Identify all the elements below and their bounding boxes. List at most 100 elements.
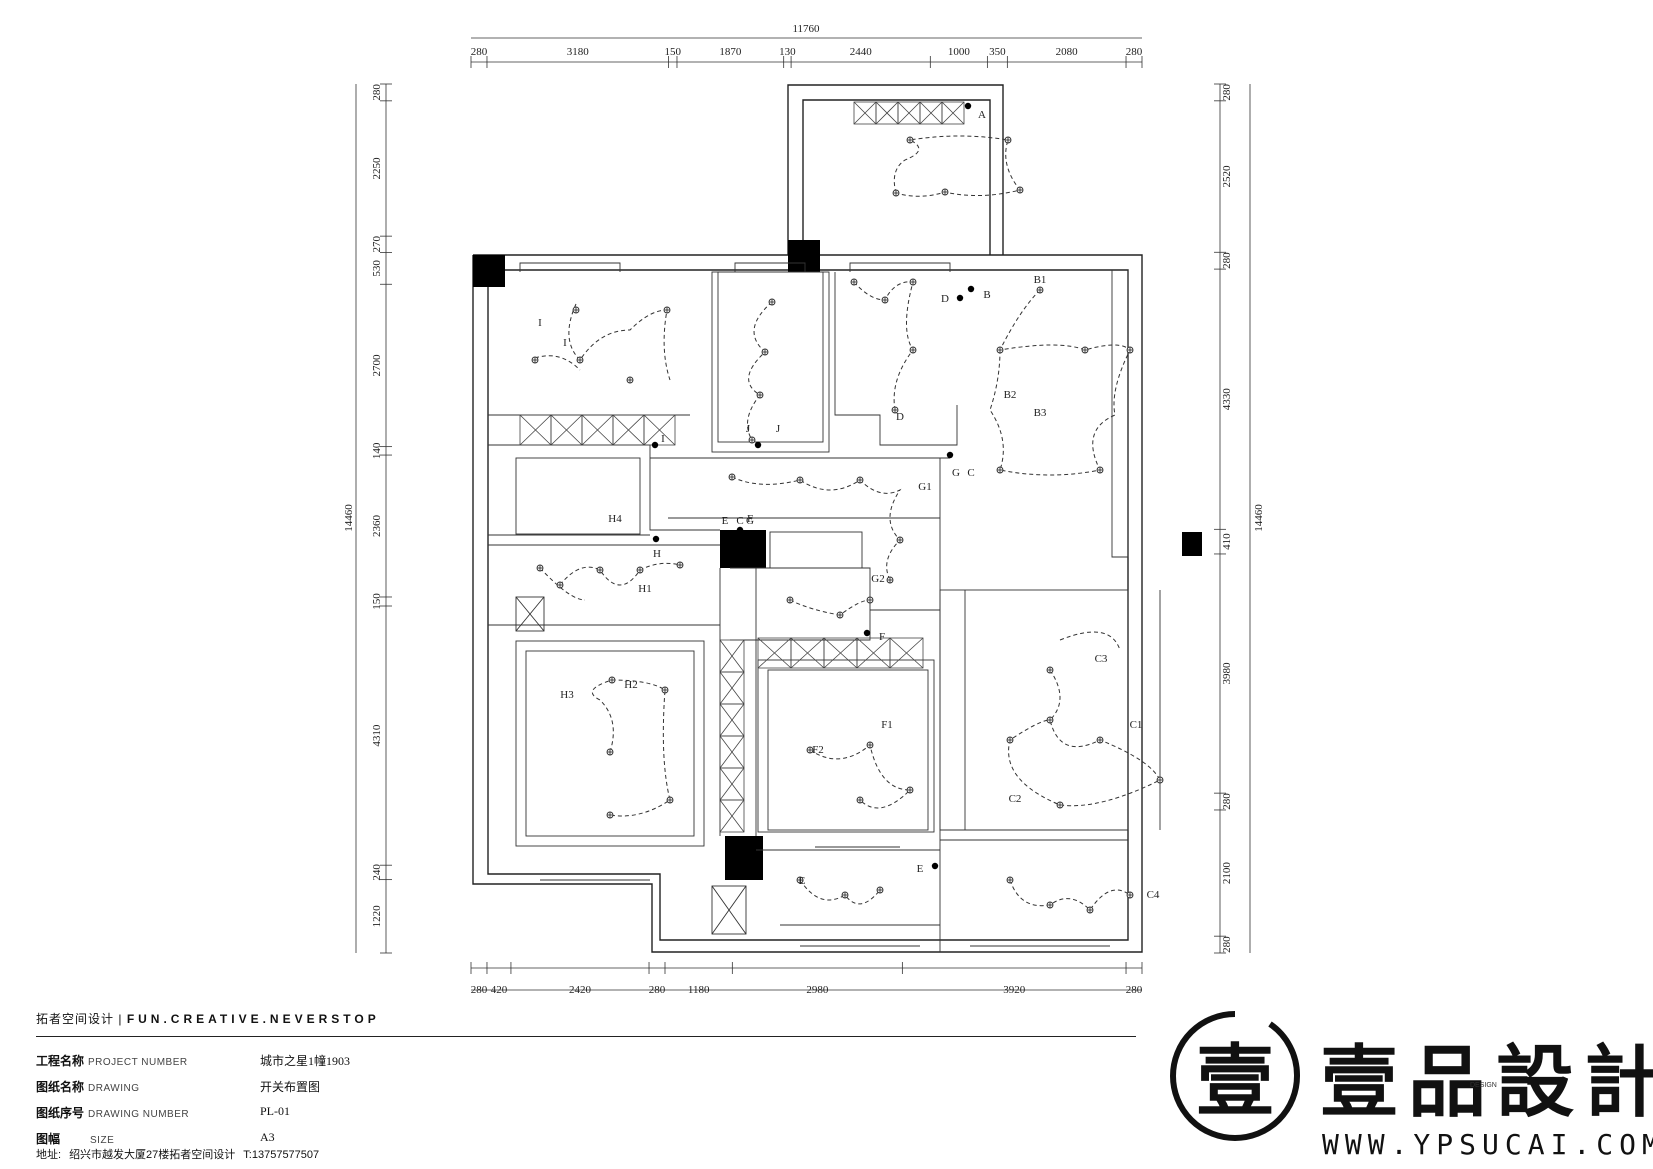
ceiling-lamp (1126, 346, 1134, 354)
dim-segment-label: 2520 (1221, 165, 1233, 188)
cabinet-unit (643, 414, 676, 446)
interior-walls (488, 262, 1161, 952)
ceiling-lamp (806, 746, 814, 754)
circuit-label: D (896, 411, 904, 423)
ceiling-lamp (676, 561, 684, 569)
wall-switch[interactable] (967, 285, 975, 293)
seal-icon: 壹 (1170, 1011, 1301, 1141)
phone: T:13757577507 (243, 1149, 320, 1161)
wall-switch[interactable] (754, 441, 762, 449)
wall-switch[interactable] (931, 862, 939, 870)
cabinet-diagonal (897, 101, 921, 125)
ceiling-lamp (909, 346, 917, 354)
dim-segment-label: 280 (1221, 84, 1233, 101)
circuit-label: F (879, 631, 885, 643)
wall-switch[interactable] (956, 294, 964, 302)
ceiling-lamp (576, 356, 584, 364)
ceiling-lamp (856, 476, 864, 484)
ceiling-lamp (892, 189, 900, 197)
dim-segment-label: 280 (471, 46, 488, 58)
dim-segment-label: 270 (371, 236, 383, 253)
ceiling-lamp (1081, 346, 1089, 354)
wall-switch[interactable] (964, 102, 972, 110)
ceiling-lamp (666, 796, 674, 804)
circuit-label: I (538, 317, 542, 329)
dim-segment-label: 530 (371, 260, 383, 277)
title-rule (36, 1036, 1136, 1037)
dim-segment-label: 350 (989, 46, 1006, 58)
dim-segment-label: 2360 (371, 515, 383, 538)
circuit-label: H1 (638, 583, 651, 595)
company-slogan: 拓者空间设计 | FUN.CREATIVE.NEVERSTOP (36, 1012, 380, 1026)
ceiling-lamp (909, 278, 917, 286)
dim-segment-label: 280 (1221, 793, 1233, 810)
switches[interactable] (651, 102, 975, 870)
ceiling-lamp (941, 188, 949, 196)
circuit-label: B1 (1034, 274, 1047, 286)
circuit-label: J (746, 423, 751, 435)
ceiling-lamp (728, 473, 736, 481)
circuit-label: E (799, 875, 806, 887)
ceiling-lamp (1036, 286, 1044, 294)
dim-segment-label: 280 (1221, 936, 1233, 953)
wall-switch[interactable] (946, 451, 954, 459)
wall-switch[interactable] (651, 441, 659, 449)
ceiling-lamp (1046, 716, 1054, 724)
ceiling-lamp (606, 811, 614, 819)
cabinet-diagonal (757, 637, 792, 669)
cabinet-unit (719, 799, 745, 833)
dim-segment-label: 2420 (569, 984, 592, 996)
ceiling-lamp (866, 596, 874, 604)
cabinet-diagonal (889, 637, 924, 669)
circuit-label: A (978, 109, 986, 121)
ceiling-lamp (1006, 736, 1014, 744)
structural-columns (473, 240, 1202, 880)
ceiling-lamp (881, 296, 889, 304)
ceiling-lamp (1096, 466, 1104, 474)
wall-switch[interactable] (863, 629, 871, 637)
wall-switch[interactable] (736, 526, 744, 534)
wall-switch[interactable] (652, 535, 660, 543)
ceiling-lamp (1006, 876, 1014, 884)
circuit-label: C2 (1009, 793, 1022, 805)
brand-logo: 壹 壹品設計 WWW.YPSUCAI.COM (1160, 1000, 1653, 1169)
circuit-label: E (722, 515, 729, 527)
dim-segment-label: 280 (1126, 46, 1143, 58)
cabinet-diagonal (719, 703, 745, 737)
ceiling-lamp (1126, 891, 1134, 899)
cabinets (519, 101, 965, 833)
dim-segment-label: 280 (649, 984, 666, 996)
cabinet-diagonal (875, 101, 899, 125)
circuit-label: H4 (608, 513, 622, 525)
dim-segment-label: 2100 (1221, 862, 1233, 885)
dim-bottom-overall: 11760 (792, 998, 820, 1000)
circuit-label: E (917, 863, 924, 875)
dim-segment-label: 4310 (371, 724, 383, 747)
slogan: FUN.CREATIVE.NEVERSTOP (126, 1012, 380, 1026)
circuit-label: C4 (1147, 889, 1160, 901)
ceiling-lamp (906, 786, 914, 794)
ceiling-lamp (866, 741, 874, 749)
circuit-label: C3 (1095, 653, 1108, 665)
ceiling-lamp (1096, 736, 1104, 744)
seal-char: 壹 (1196, 1037, 1274, 1127)
ceiling-lamp (1046, 666, 1054, 674)
circuit-label: B2 (1004, 389, 1017, 401)
ceiling-lamp (748, 436, 756, 444)
circuit-label: G (952, 467, 960, 479)
circuit-label: G (746, 515, 754, 527)
cabinet-diagonal (823, 637, 858, 669)
circuit-label: C (967, 467, 974, 479)
circuit-label: F (747, 513, 753, 525)
ceiling-lamp (836, 611, 844, 619)
ceiling-lamp (1016, 186, 1024, 194)
circuit-label: C1 (1130, 719, 1143, 731)
circuit-label: B3 (1034, 407, 1047, 419)
ceiling-lamp (876, 886, 884, 894)
dim-segment-label: 1870 (719, 46, 742, 58)
